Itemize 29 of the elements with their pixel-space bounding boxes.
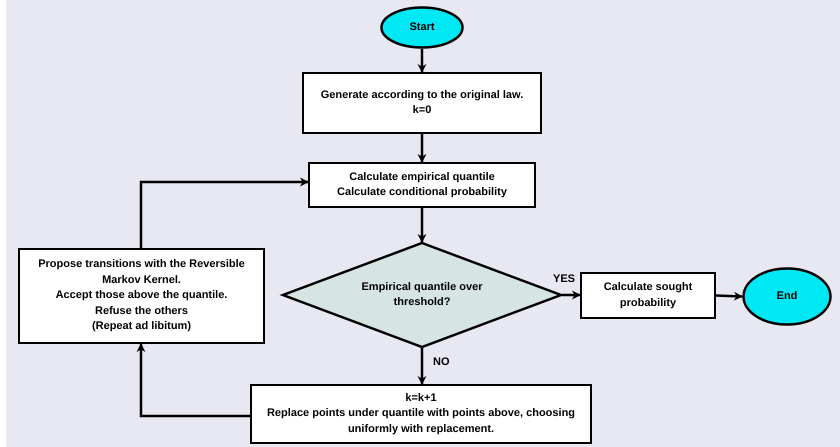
process-box xyxy=(580,272,716,319)
node-text: Replace points under quantile with points above, choosing uniformly with replacement. xyxy=(266,406,576,437)
edge-label: YES xyxy=(552,273,576,285)
node-text: Refuse the others xyxy=(95,304,188,319)
process-box xyxy=(302,72,542,134)
node-text: Propose transitions with the Reversible Markov Kernel. xyxy=(37,257,246,288)
arrow xyxy=(418,208,426,243)
process-box xyxy=(250,384,592,444)
process-box xyxy=(308,162,536,208)
arrow xyxy=(140,178,309,248)
edge-label: NO xyxy=(432,356,450,368)
node-text: Start xyxy=(409,20,435,35)
node-text: Empirical quantile over threshold? xyxy=(360,280,484,310)
node-text: Calculate sought probability xyxy=(602,280,694,310)
arrow xyxy=(418,348,426,385)
node-text: Accept those above the quantile. xyxy=(56,288,228,304)
node-text: k=k+1 xyxy=(405,390,437,406)
node-text: (Repeat ad libitum) xyxy=(92,319,191,334)
node-text: Generate according to the original law. xyxy=(320,88,524,102)
arrow xyxy=(136,343,250,418)
arrow xyxy=(716,292,743,301)
arrow xyxy=(562,290,581,300)
process-box xyxy=(18,248,265,344)
node-text: k=0 xyxy=(412,103,432,118)
node-text: Calculate conditional probability xyxy=(337,185,507,200)
arrow xyxy=(418,134,426,163)
node-text: End xyxy=(776,288,798,304)
node-text: Calculate empirical quantile xyxy=(349,170,495,184)
arrow xyxy=(418,49,426,73)
